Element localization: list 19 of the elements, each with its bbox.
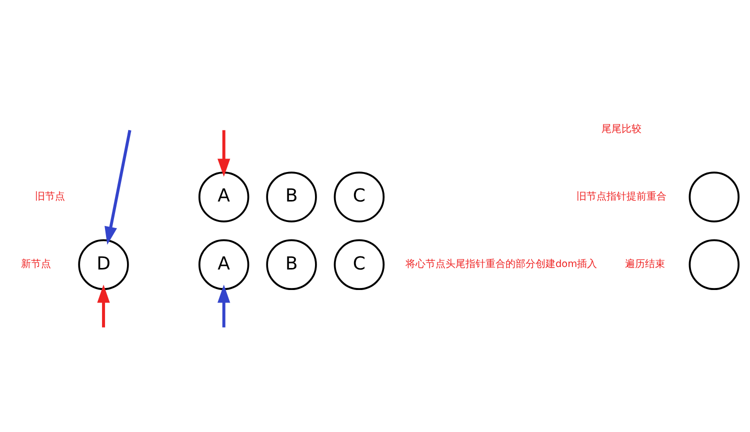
node-circle: D — [78, 238, 129, 290]
arrow — [97, 284, 110, 327]
node-circle: B — [266, 171, 317, 222]
node-circle: B — [266, 238, 317, 290]
arrow — [104, 129, 132, 244]
arrow — [218, 284, 230, 327]
label: 旧节点指针提前重合 — [576, 191, 667, 202]
node-circle: C — [334, 238, 385, 290]
label: 新节点 — [20, 258, 51, 270]
label: 旧节点 — [35, 191, 66, 202]
label: 遍历结束 — [624, 258, 665, 270]
label: 尾尾比较 — [602, 123, 642, 134]
node-circle: A — [198, 238, 250, 290]
node-circle: A — [198, 171, 250, 222]
label: 将心节点头尾指针重合的部分创建dom插入 — [405, 258, 598, 270]
node-circle — [688, 171, 740, 222]
node-circle — [688, 238, 740, 290]
arrow — [218, 130, 230, 176]
node-circle: C — [334, 171, 385, 222]
